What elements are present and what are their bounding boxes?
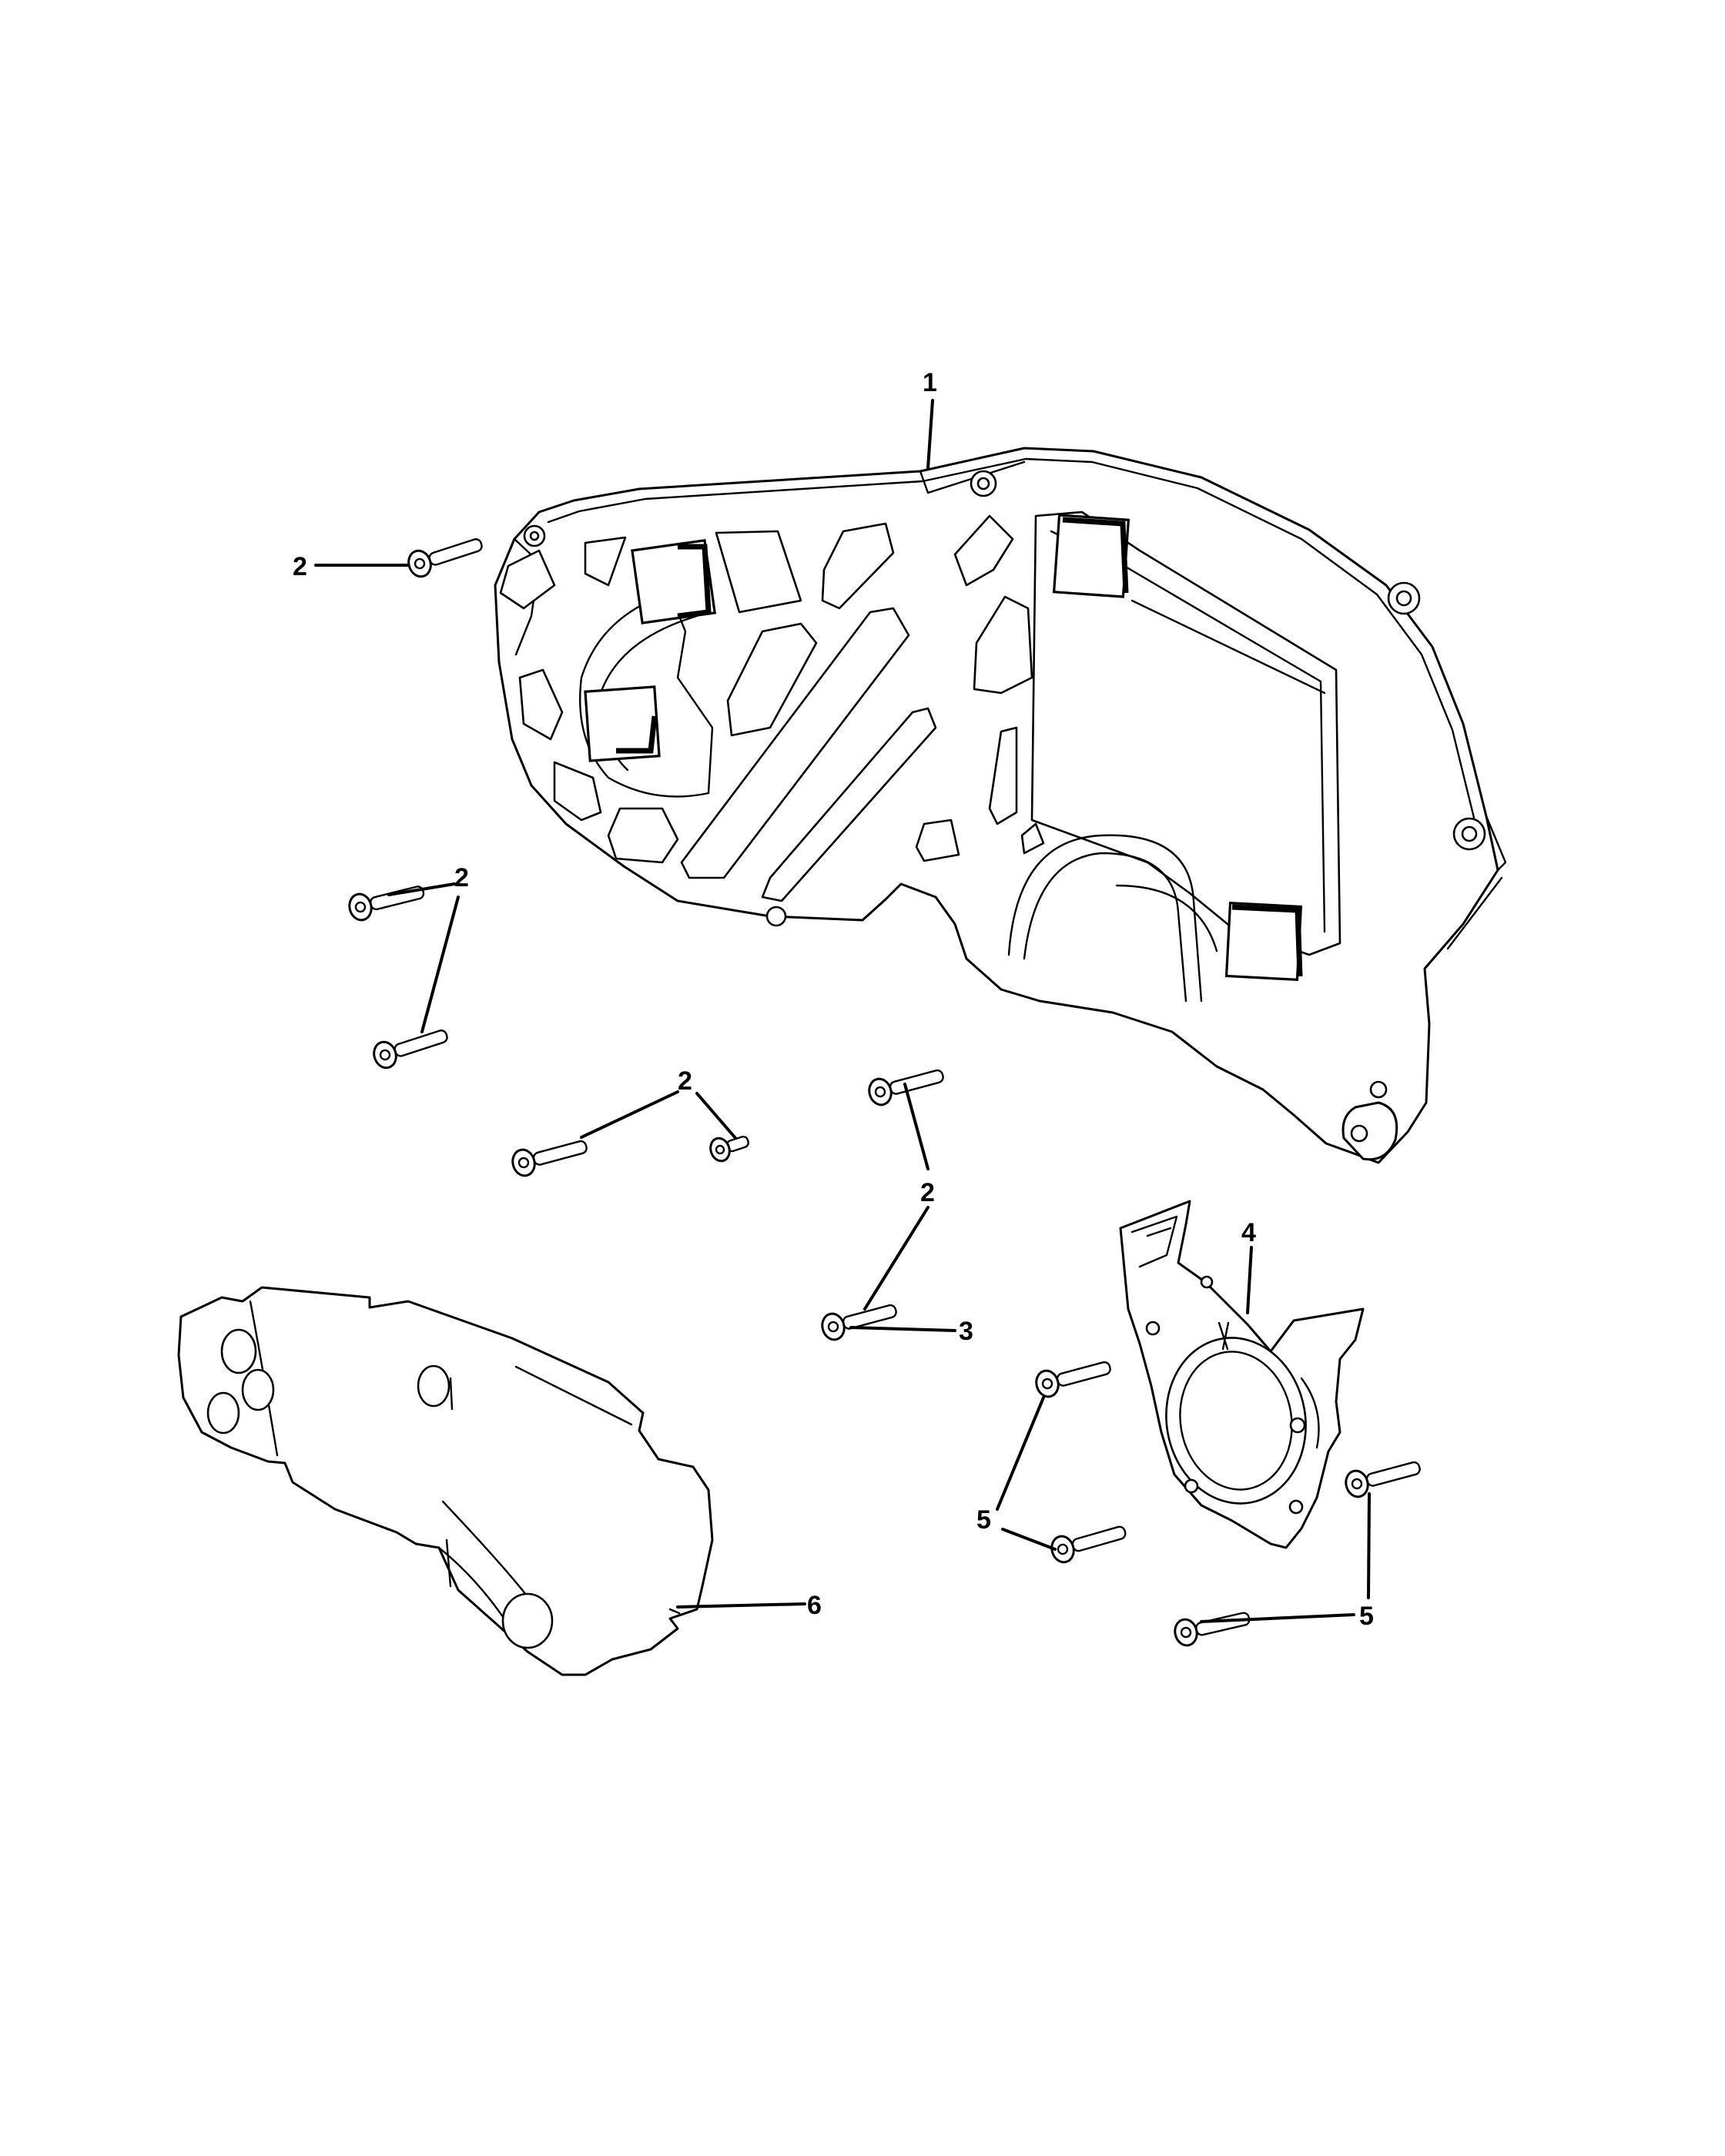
callout-2-left: 2	[454, 863, 469, 892]
bolt-3	[818, 1296, 901, 1344]
bolt-5-upper	[1032, 1353, 1115, 1401]
bolt-5-right-lower	[1171, 1604, 1254, 1649]
callout-1: 1	[923, 368, 937, 397]
leader-lines	[314, 399, 1371, 1623]
bolt-5-lower	[1047, 1518, 1130, 1566]
callout-5-right: 5	[1359, 1602, 1374, 1631]
callout-3: 3	[959, 1317, 973, 1346]
bolt-2-center-long	[508, 1132, 591, 1180]
callout-2-top-left: 2	[293, 552, 307, 581]
rear-shield	[177, 1286, 714, 1676]
bolt-2-left-upper	[345, 877, 428, 924]
bolt-2-left-lower	[369, 1021, 452, 1072]
callout-5-left: 5	[976, 1505, 991, 1535]
bolt-5-right-upper	[1341, 1453, 1425, 1501]
backing-plate	[1119, 1200, 1365, 1549]
callout-4: 4	[1241, 1218, 1256, 1247]
callout-2-center: 2	[678, 1066, 692, 1096]
callout-labels: 1 2 2 2 2 3 4 5 5 6	[293, 368, 1374, 1631]
bolt-2-top-left	[404, 530, 487, 581]
timing-cover	[494, 447, 1507, 1164]
callout-6: 6	[807, 1591, 822, 1620]
callout-2-right: 2	[920, 1178, 935, 1207]
bolt-2-center-short	[706, 1128, 753, 1165]
